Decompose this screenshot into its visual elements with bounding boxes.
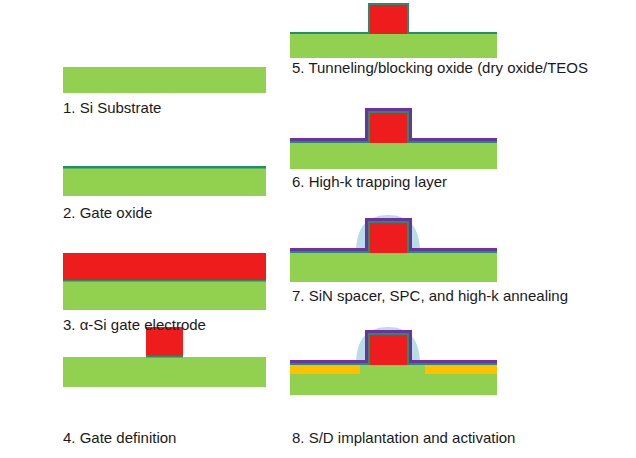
- gate-oxide: [63, 280, 266, 282]
- gate-electrode: [63, 253, 266, 281]
- gate-oxide: [146, 356, 183, 358]
- step-caption: 1. Si Substrate: [63, 100, 161, 117]
- step-caption: 8. S/D implantation and activation: [292, 430, 515, 447]
- step-caption: 5. Tunneling/blocking oxide (dry oxide/T…: [292, 60, 588, 77]
- gate-electrode: [370, 223, 407, 253]
- drain-region: [425, 365, 497, 374]
- high-k-layer: [290, 110, 497, 140]
- tunneling-oxide: [290, 4, 497, 33]
- gate-oxide: [63, 166, 266, 169]
- step-caption: 7. SiN spacer, SPC, and high-k annealing: [292, 288, 568, 305]
- si-substrate: [63, 168, 266, 196]
- si-substrate: [290, 253, 497, 282]
- step-caption: 6. High-k trapping layer: [292, 174, 447, 191]
- si-substrate: [290, 143, 497, 169]
- source-region: [290, 365, 360, 374]
- step-caption: 2. Gate oxide: [63, 205, 152, 222]
- gate-electrode: [370, 5, 407, 34]
- si-substrate: [290, 365, 497, 395]
- si-substrate: [63, 67, 266, 93]
- high-k-layer: [290, 220, 497, 250]
- high-k-layer: [290, 332, 497, 362]
- step-caption: 4. Gate definition: [63, 430, 176, 447]
- tunneling-oxide: [290, 334, 497, 364]
- tunneling-oxide: [290, 112, 497, 142]
- si-substrate: [290, 34, 497, 58]
- gate-electrode: [370, 113, 407, 143]
- si-substrate: [63, 281, 266, 310]
- step-caption: 3. α-Si gate electrode: [63, 317, 206, 334]
- gate-electrode: [370, 335, 407, 365]
- si-substrate: [63, 357, 266, 387]
- tunneling-oxide: [290, 222, 497, 252]
